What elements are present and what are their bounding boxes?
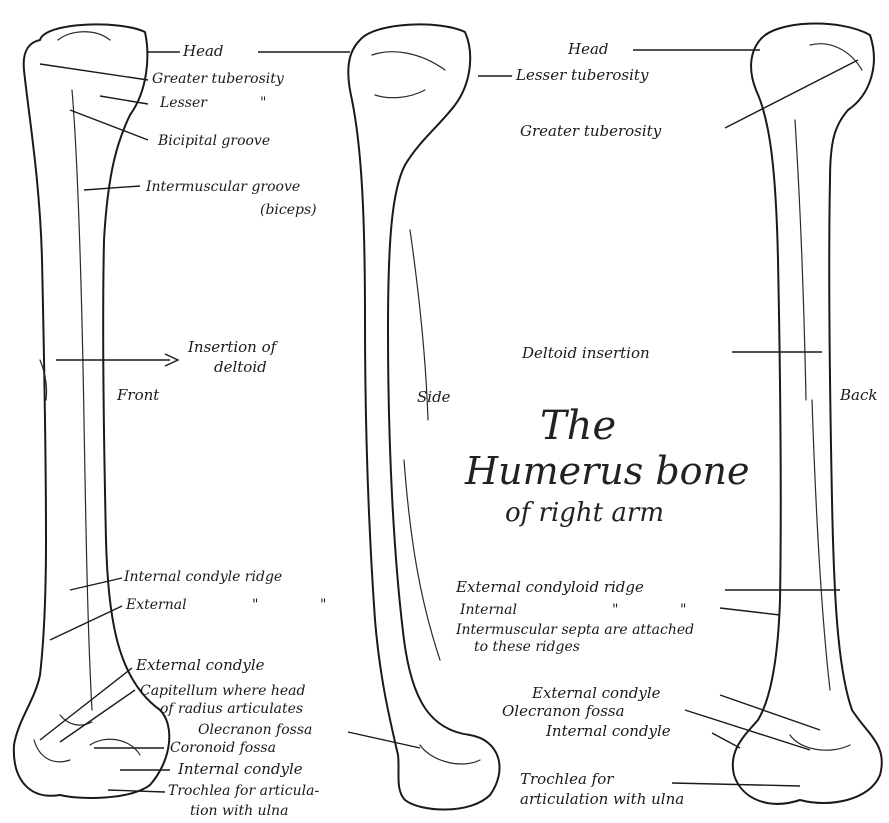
title-line-3: of right arm <box>505 500 664 526</box>
view-label-back: Back <box>840 388 877 403</box>
label-front-external-ditto-2: " <box>320 598 326 612</box>
label-front-trochlea-2: tion with ulna <box>190 804 288 818</box>
label-back-internal: Internal <box>460 603 517 617</box>
label-front-internal-condyle-ridge: Internal condyle ridge <box>124 570 282 584</box>
view-label-side: Side <box>417 390 451 405</box>
label-back-intermuscular-septa-1: Intermuscular septa are attached <box>456 623 694 637</box>
label-front-head: Head <box>183 44 224 59</box>
side-view-bone <box>348 24 499 809</box>
front-view-bone <box>14 24 169 798</box>
label-back-intermuscular-septa-2: to these ridges <box>474 640 580 654</box>
label-front-external-condyle: External condyle <box>136 658 265 673</box>
label-back-head: Head <box>568 42 609 57</box>
label-back-greater-tuberosity: Greater tuberosity <box>520 124 661 139</box>
label-front-trochlea-1: Trochlea for articula- <box>168 784 319 798</box>
label-back-lesser-tuberosity: Lesser tuberosity <box>516 68 648 83</box>
label-back-trochlea-1: Trochlea for <box>520 772 613 787</box>
title-line-2: Humerus bone <box>465 452 750 490</box>
label-front-intermuscular-groove: Intermuscular groove <box>146 180 300 194</box>
label-back-internal-condyle: Internal condyle <box>546 724 671 739</box>
back-view-bone <box>733 24 882 804</box>
label-front-greater-tuberosity: Greater tuberosity <box>152 72 284 86</box>
title-line-1: The <box>540 406 616 446</box>
label-front-external-ditto-1: " <box>252 598 258 612</box>
label-back-external-condyloid-ridge: External condyloid ridge <box>456 580 644 595</box>
label-front-lesser: Lesser <box>160 96 207 110</box>
label-front-deltoid: deltoid <box>214 360 267 375</box>
label-back-trochlea-2: articulation with ulna <box>520 792 684 807</box>
label-front-capitellum-1: Capitellum where head <box>140 684 305 698</box>
label-front-lesser-ditto: " <box>260 96 266 110</box>
label-front-internal-condyle: Internal condyle <box>178 762 303 777</box>
label-front-external: External <box>126 598 187 612</box>
label-front-insertion-of: Insertion of <box>188 340 276 355</box>
label-back-olecranon-fossa: Olecranon fossa <box>502 704 625 719</box>
label-front-capitellum-2: of radius articulates <box>160 702 303 716</box>
view-label-front: Front <box>117 388 159 403</box>
label-front-coronoid-fossa: Coronoid fossa <box>170 741 276 755</box>
label-back-deltoid-insertion: Deltoid insertion <box>522 346 650 361</box>
label-back-internal-ditto-2: " <box>680 603 686 617</box>
label-front-intermuscular-groove-sub: (biceps) <box>260 203 317 217</box>
label-front-olecranon-fossa: Olecranon fossa <box>198 723 312 737</box>
leader-lines <box>40 50 858 792</box>
label-front-bicipital-groove: Bicipital groove <box>158 134 270 148</box>
label-back-internal-ditto-1: " <box>612 603 618 617</box>
label-back-external-condyle: External condyle <box>532 686 661 701</box>
